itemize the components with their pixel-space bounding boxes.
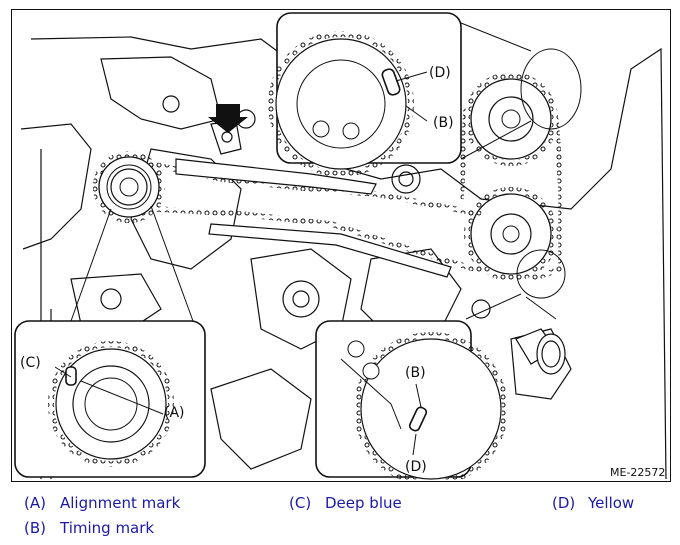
legend-label: Alignment mark: [60, 494, 181, 512]
detail-right: [315, 320, 508, 482]
legend-item-c: (C) Deep blue: [289, 494, 402, 512]
detail-top: [268, 12, 462, 177]
legend-label: Timing mark: [60, 519, 155, 537]
legend: (A) Alignment mark (B) Timing mark (C) Deep…: [0, 490, 680, 545]
callout-right-b: (B): [405, 365, 426, 381]
legend-item-b: (B) Timing mark: [24, 519, 154, 537]
timing-chain-diagram: (D) (B) (C) (A) (B) (D) ME-22572: [11, 9, 671, 482]
tensioner: [210, 120, 242, 155]
callout-left-c: (C): [20, 355, 41, 371]
chain-guides: [175, 158, 452, 278]
leader-lines: [70, 22, 582, 322]
callout-top-d: (D): [429, 65, 451, 81]
figure-id-label: ME-22572: [610, 466, 665, 479]
legend-item-d: (D) Yellow: [552, 494, 634, 512]
crank-sprocket: [93, 151, 165, 223]
callout-top-b: (B): [433, 115, 454, 131]
legend-item-a: (A) Alignment mark: [24, 494, 180, 512]
legend-key: (D): [552, 494, 576, 512]
legend-label: Deep blue: [325, 494, 402, 512]
cam-sprocket-upper: [464, 72, 558, 166]
legend-key: (B): [24, 519, 46, 537]
down-arrow-icon: [208, 104, 248, 133]
callout-left-a: (A): [164, 405, 185, 421]
callout-right-d: (D): [405, 459, 427, 475]
detail-left: [14, 320, 206, 478]
legend-key: (C): [289, 494, 312, 512]
cam-sprocket-lower: [464, 187, 558, 281]
legend-key: (A): [24, 494, 46, 512]
coolant-pipe: [515, 328, 566, 375]
legend-label: Yellow: [588, 494, 635, 512]
